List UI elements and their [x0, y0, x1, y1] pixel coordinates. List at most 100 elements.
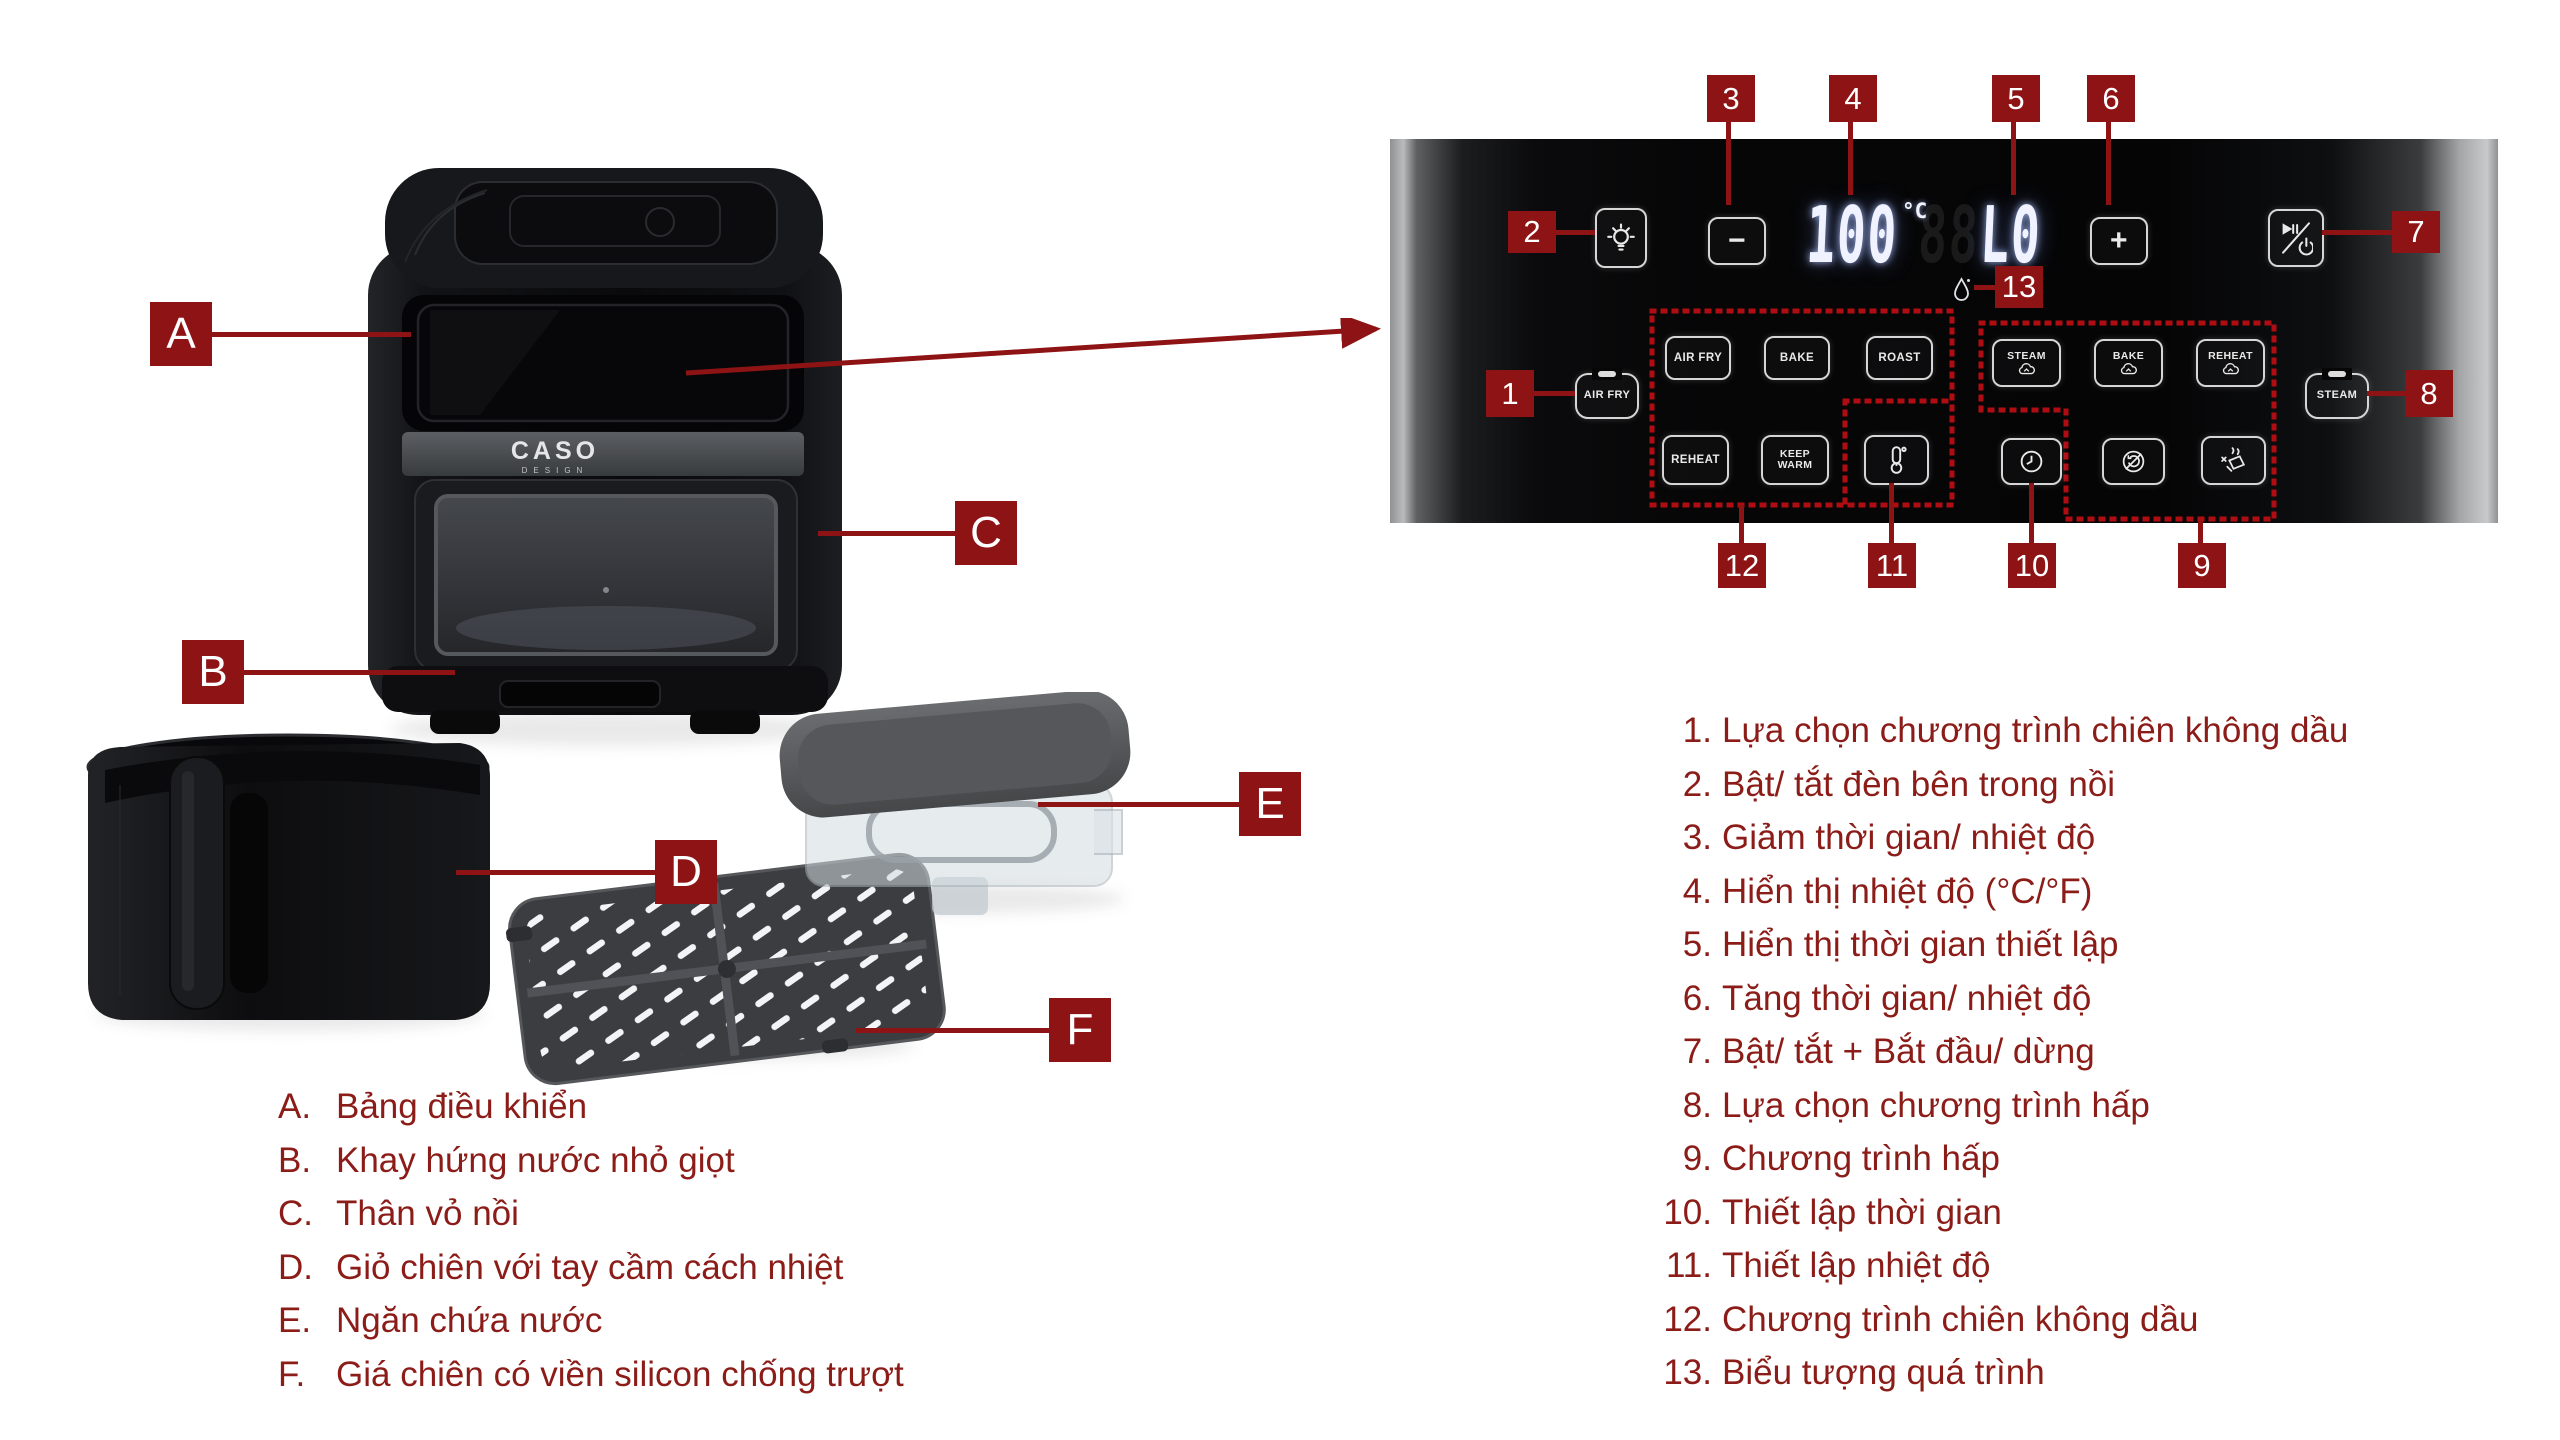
fry-rack-photo — [505, 852, 946, 1086]
brand-sub: DESIGN — [522, 466, 589, 475]
basket-handle-gap — [230, 793, 268, 993]
decrease-button: − — [1708, 217, 1766, 265]
airfryer-photo: CASO DESIGN — [368, 168, 842, 734]
program-bake-button: BAKE — [1764, 336, 1830, 380]
temperature-unit: °C — [1902, 199, 1928, 223]
steam-program-reheat-button: REHEAT — [2196, 339, 2265, 387]
control-panel: − 100 °C 88 L0 + — [1390, 139, 2498, 523]
callout-9: 9 — [2178, 543, 2226, 588]
legend-control-key: 13. — [1663, 1353, 1712, 1392]
rack-clip-bottom — [821, 1038, 849, 1054]
temperature-set-button — [1864, 435, 1929, 485]
steam-program-steam-button: STEAM — [1992, 339, 2061, 387]
legend-control-key: 10. — [1663, 1192, 1712, 1232]
tank-lid — [779, 692, 1131, 818]
program-airfry-button: AIR FRY — [1665, 336, 1731, 380]
legend-control-text: Bật/ tắt + Bắt đầu/ dừng — [1722, 1032, 2095, 1071]
callout-13: 13 — [1995, 266, 2043, 308]
legend-part-key: A. — [278, 1087, 312, 1126]
legend-control-key: 5. — [1682, 925, 1712, 964]
steam-cloud-icon — [2018, 363, 2035, 375]
plus-icon: + — [2110, 224, 2128, 257]
legend-control-text: Thiết lập nhiệt độ — [1722, 1246, 1991, 1285]
callout-D: D — [655, 840, 717, 904]
legend-part-row: A. Bảng điều khiển — [278, 1087, 904, 1141]
fryer-upper-window — [402, 295, 804, 431]
airfry-programs-group — [1649, 308, 1955, 508]
water-drop-icon — [1954, 277, 1970, 301]
callout-10: 10 — [2008, 543, 2056, 588]
legend-controls: 1. Lựa chọn chương trình chiên không dầu… — [1628, 711, 2348, 1407]
time-set-button — [2001, 438, 2062, 485]
legend-part-row: D. Giỏ chiên với tay cầm cách nhiệt — [278, 1248, 904, 1302]
callout-7: 7 — [2392, 211, 2440, 253]
legend-part-key: C. — [278, 1194, 313, 1233]
program-groups-outline — [1649, 308, 2277, 522]
legend-part-row: F. Giá chiên có viền silicon chống trượt — [278, 1355, 904, 1409]
callout-12: 12 — [1718, 543, 1766, 588]
legend-control-key: 12. — [1663, 1299, 1712, 1339]
steam-indicator — [2322, 368, 2352, 380]
legend-control-key: 2. — [1682, 764, 1712, 804]
legend-control-row: 13. Biểu tượng quá trình — [1628, 1353, 2348, 1407]
increase-button: + — [2090, 217, 2148, 265]
legend-control-row: 3. Giảm thời gian/ nhiệt độ — [1628, 818, 2348, 872]
steam-cloud-icon — [2120, 363, 2137, 375]
legend-part-text: Bảng điều khiển — [336, 1087, 588, 1126]
legend-control-text: Chương trình hấp — [1722, 1139, 2000, 1178]
legend-control-text: Tăng thời gian/ nhiệt độ — [1722, 978, 2092, 1018]
legend-control-row: 10. Thiết lập thời gian — [1628, 1193, 2348, 1247]
callout-6: 6 — [2087, 75, 2135, 122]
legend-control-key: 7. — [1682, 1032, 1712, 1071]
play-pause-power-icon — [2282, 222, 2313, 256]
legend-control-key: 8. — [1682, 1085, 1712, 1125]
legend-control-key: 9. — [1682, 1139, 1712, 1178]
program-roast-button: ROAST — [1866, 336, 1933, 380]
legend-control-row: 12. Chương trình chiên không dầu — [1628, 1300, 2348, 1354]
legend-control-key: 1. — [1682, 711, 1712, 750]
legend-control-key: 4. — [1682, 871, 1712, 911]
callout-3: 3 — [1707, 75, 1755, 122]
legend-control-row: 5. Hiển thị thời gian thiết lập — [1628, 925, 2348, 979]
steam-clean-button — [2201, 436, 2266, 485]
legend-control-row: 6. Tăng thời gian/ nhiệt độ — [1628, 979, 2348, 1033]
steam-main-label: STEAM — [2316, 389, 2358, 402]
callout-B: B — [182, 640, 244, 704]
legend-control-text: Lựa chọn chương trình hấp — [1722, 1085, 2150, 1125]
legend-part-key: D. — [278, 1247, 313, 1287]
no-rotate-button — [2102, 438, 2165, 485]
steam-cloud-icon — [2222, 363, 2239, 375]
temperature-display: 100 — [1804, 190, 1900, 282]
callout-C: C — [955, 501, 1017, 565]
legend-control-row: 8. Lựa chọn chương trình hấp — [1628, 1086, 2348, 1140]
light-bulb-icon — [1607, 223, 1635, 251]
fryer-top-lid — [385, 168, 823, 288]
legend-part-text: Ngăn chứa nước — [336, 1301, 603, 1340]
steam-main-button: STEAM — [2305, 368, 2369, 419]
legend-control-row: 9. Chương trình hấp — [1628, 1139, 2348, 1193]
legend-part-text: Khay hứng nước nhỏ giọt — [336, 1140, 735, 1180]
steam-clean-icon — [2221, 447, 2246, 472]
drip-tray-slot — [499, 680, 661, 708]
callout-2: 2 — [1508, 211, 1556, 253]
legend-control-text: Bật/ tắt đèn bên trong nồi — [1722, 764, 2116, 804]
fryer-base — [382, 666, 828, 734]
callout-E: E — [1239, 772, 1301, 836]
legend-control-text: Giảm thời gian/ nhiệt độ — [1722, 818, 2096, 857]
rack-clip-left — [505, 926, 533, 943]
water-tank-photo — [779, 692, 1131, 915]
legend-control-row: 7. Bật/ tắt + Bắt đầu/ dừng — [1628, 1032, 2348, 1086]
airfry-indicator — [1592, 368, 1622, 380]
callout-A: A — [150, 302, 212, 366]
tank-spout — [1094, 809, 1123, 855]
fryer-brand-band: CASO DESIGN — [402, 432, 804, 476]
legend-control-text: Hiển thị thời gian thiết lập — [1722, 925, 2119, 964]
legend-part-key: B. — [278, 1140, 312, 1180]
legend-part-text: Thân vỏ nồi — [336, 1194, 519, 1233]
fryer-lower-window — [414, 479, 798, 671]
callout-F: F — [1049, 998, 1111, 1062]
program-keepwarm-button: KEEP WARM — [1761, 435, 1829, 485]
legend-control-key: 6. — [1682, 978, 1712, 1018]
airfry-main-label: AIR FRY — [1583, 389, 1631, 402]
